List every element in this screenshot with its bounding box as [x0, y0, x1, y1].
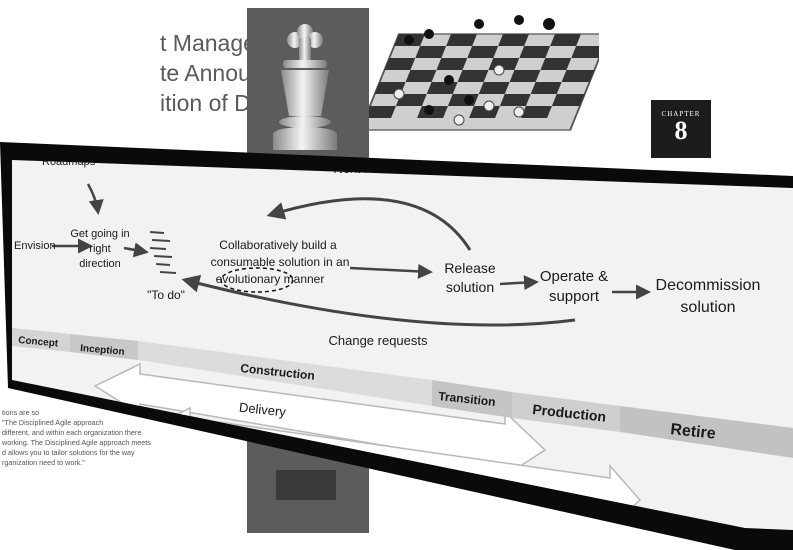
quote-line: different, and within each organization …	[2, 428, 142, 437]
three-player-chess-board-image	[369, 10, 599, 140]
chapter-number: 8	[674, 116, 688, 145]
phase-transition-label: Transition	[438, 389, 496, 409]
quote-line: working. The Disciplined Agile approach …	[2, 438, 151, 447]
quote-line: tions are so	[2, 408, 40, 417]
next-release-label: Next release	[334, 161, 407, 176]
background-quote: tions are so "The Disciplined Agile appr…	[2, 408, 177, 468]
chapter-label: CHAPTER	[661, 110, 701, 118]
build-label-3: evolutionary manner	[216, 272, 325, 286]
chapter-badge: CHAPTER 8	[651, 100, 711, 158]
quote-line: "The Disciplined Agile approach	[2, 418, 104, 427]
quote-line: d allows you to tailor solutions for the…	[2, 448, 135, 457]
build-to-release-arrow	[349, 263, 433, 279]
next-release-arrow	[266, 197, 472, 251]
build-label-2: consumable solution in an	[211, 255, 350, 269]
phase-construction	[138, 341, 432, 406]
release-label-1: Release	[444, 260, 496, 276]
roadmaps-arrow	[86, 183, 104, 215]
phase-retire	[620, 406, 793, 458]
dark-panel-footer	[276, 470, 336, 500]
phase-retire-label: Retire	[670, 421, 717, 443]
get-going-label-2: right	[89, 243, 110, 255]
get-going-arrow	[123, 242, 149, 258]
todo-label: "To do"	[147, 288, 185, 302]
change-requests-arrow	[181, 274, 576, 327]
phase-concept-label: Concept	[18, 335, 59, 350]
decommission-label-1: Decommission	[656, 277, 761, 294]
phase-concept	[12, 328, 70, 352]
phase-production-label: Production	[532, 401, 607, 425]
phase-transition	[432, 380, 512, 418]
release-label-2: solution	[446, 279, 494, 295]
diagram-panel	[12, 160, 793, 530]
build-label-1: Collaboratively build a	[219, 238, 337, 252]
change-requests-label: Change requests	[328, 333, 428, 348]
envision-label: Envision	[14, 240, 56, 252]
delivery-label: Delivery	[238, 400, 287, 420]
roadmaps-label: Roadmaps	[42, 156, 96, 168]
release-to-operate-arrow	[499, 275, 539, 291]
operate-label-2: support	[549, 288, 600, 305]
todo-list-icon	[149, 231, 177, 274]
evolutionary-highlight	[220, 267, 294, 293]
phase-inception	[70, 334, 138, 360]
chess-king-icon	[273, 24, 337, 150]
phase-production	[512, 392, 620, 432]
get-going-label-3: direction	[79, 258, 121, 270]
operate-label-1: Operate &	[540, 268, 608, 285]
get-going-label-1: Get going in	[70, 228, 129, 240]
decommission-label-2: solution	[680, 299, 735, 316]
phase-inception-label: Inception	[80, 343, 125, 358]
chess-board-icon	[369, 15, 599, 131]
quote-line: rganization need to work."	[2, 458, 85, 467]
